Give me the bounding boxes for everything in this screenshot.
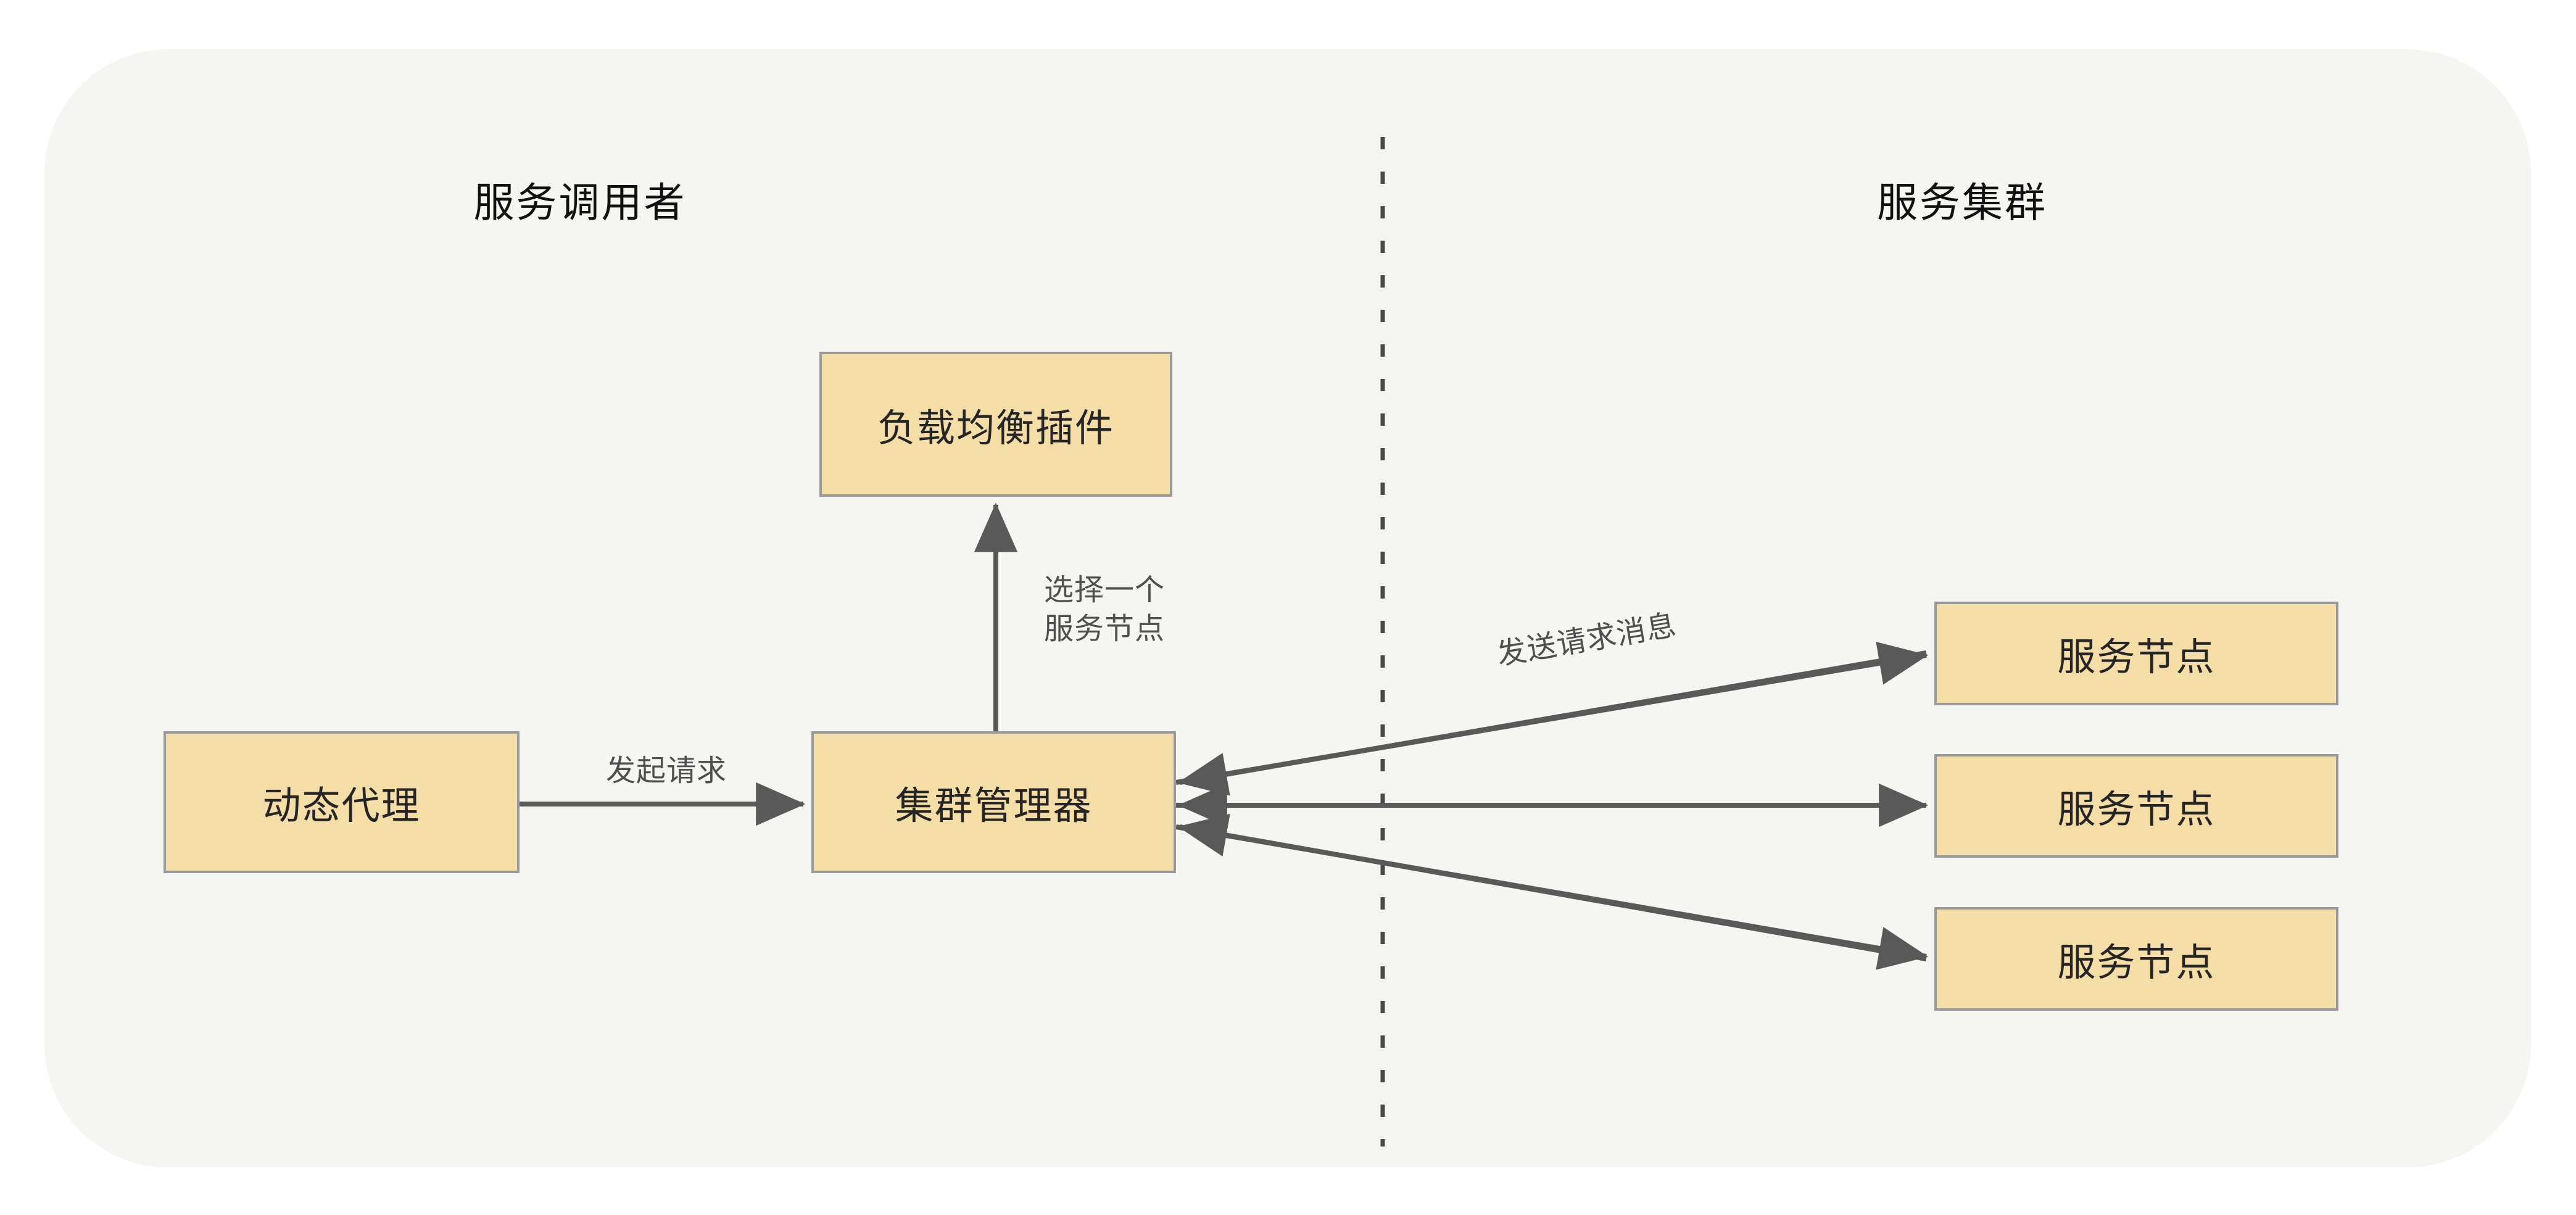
node-service-node-2[interactable]: 服务节点 xyxy=(1934,754,2338,858)
node-cluster-manager[interactable]: 集群管理器 xyxy=(811,731,1176,873)
edge-label-initiate-request: 发起请求 xyxy=(605,755,727,787)
node-load-balancer-plugin[interactable]: 负载均衡插件 xyxy=(819,352,1172,497)
section-title-caller: 服务调用者 xyxy=(473,180,687,225)
edge-label-select-node: 选择一个 服务节点 xyxy=(1006,571,1203,649)
section-title-cluster: 服务集群 xyxy=(1877,180,2047,225)
edge-service-node-1-to-cluster-manager xyxy=(1177,650,1927,796)
node-service-node-1[interactable]: 服务节点 xyxy=(1934,602,2338,705)
edge-service-node-3-to-cluster-manager xyxy=(1177,813,1927,961)
edge-label-select-node-line1: 选择一个 xyxy=(1043,574,1165,607)
node-service-node-3[interactable]: 服务节点 xyxy=(1934,907,2338,1011)
node-dynamic-proxy[interactable]: 动态代理 xyxy=(164,731,520,873)
edge-label-select-node-line2: 服务节点 xyxy=(1043,613,1165,646)
